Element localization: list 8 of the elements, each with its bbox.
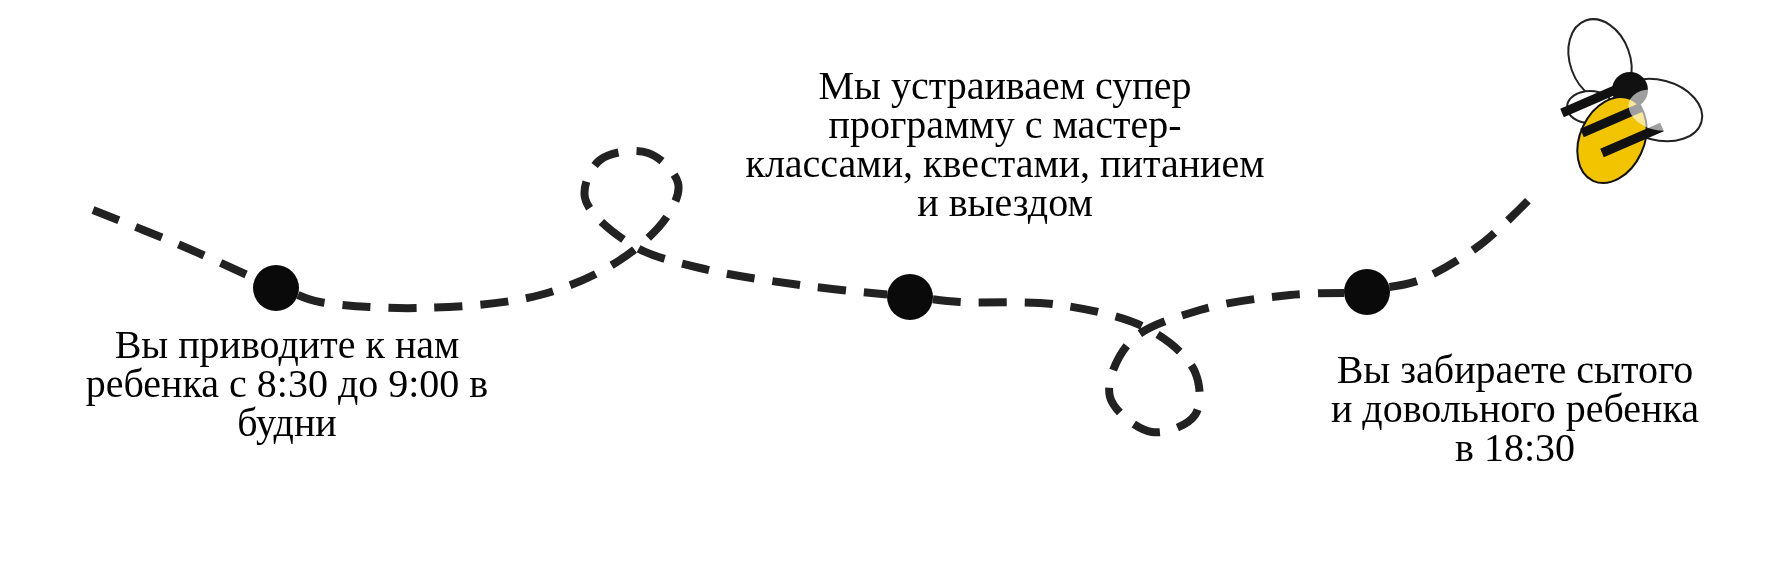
timeline-dot (887, 274, 933, 320)
dashed-path (932, 288, 1345, 437)
step-caption: Вы забираете сытого и довольного ребенка в 18:30 (1329, 350, 1701, 467)
step-caption: Мы устраиваем супер программу с мастер-классами, квестами, питанием и выездом (745, 66, 1265, 222)
timeline-dot (1344, 269, 1390, 315)
dashed-path (1388, 195, 1533, 291)
dashed-path (296, 147, 888, 313)
timeline-dot (253, 265, 299, 311)
